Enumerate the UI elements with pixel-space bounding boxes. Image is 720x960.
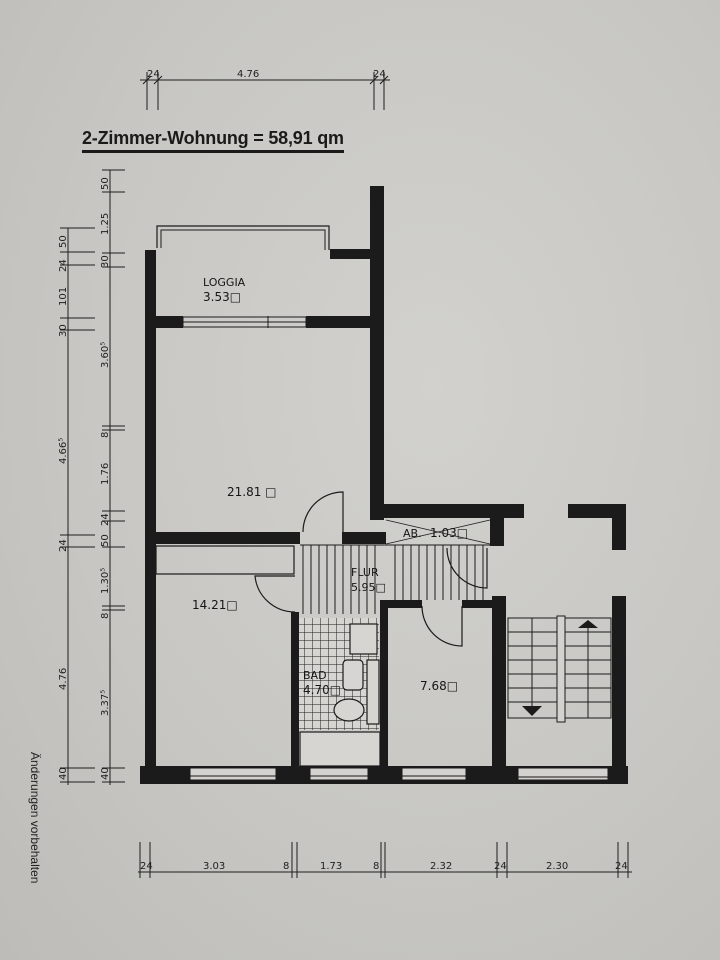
room-bath-name: BAD <box>303 669 327 682</box>
hall-hatching <box>300 544 492 614</box>
dim-bottom-2: 8 <box>283 861 289 872</box>
stair-arrows <box>522 620 598 716</box>
dim-bottom-0: 24 <box>140 861 153 872</box>
doors <box>254 491 488 647</box>
svg-text:50: 50 <box>100 177 111 190</box>
svg-text:1.30⁵: 1.30⁵ <box>100 568 111 594</box>
bottom-dimension <box>138 842 632 878</box>
svg-text:30: 30 <box>100 255 111 268</box>
left-inner-dimension-labels: 50 1.25 30 3.60⁵ 8 1.76 24 50 1.30⁵ 8 3.… <box>100 177 111 780</box>
dim-bottom-1: 3.03 <box>203 861 225 872</box>
svg-text:1.25: 1.25 <box>100 213 111 235</box>
room-hall-area: 5.95□ <box>351 581 386 594</box>
svg-text:24: 24 <box>58 259 69 272</box>
svg-text:1.76: 1.76 <box>100 463 111 485</box>
left-dimension-lines <box>60 169 125 785</box>
room-loggia-name: LOGGIA <box>203 276 246 289</box>
stair-down-arrow-icon <box>522 706 542 716</box>
disclaimer-note: Änderungen vorbehalten <box>28 752 42 884</box>
dim-top-span: 4.76 <box>237 69 259 80</box>
room-living-area: 21.81 □ <box>227 485 277 499</box>
wardrobe <box>155 545 295 575</box>
room-bath-area: 4.70□ <box>303 683 341 697</box>
svg-text:4.66⁵: 4.66⁵ <box>58 438 69 464</box>
plan-title: 2-Zimmer-Wohnung = 58,91 qm <box>82 128 344 153</box>
room-bedroom-area: 14.21□ <box>192 598 238 612</box>
stair-up-arrow-icon <box>578 620 598 628</box>
svg-text:40: 40 <box>58 767 69 780</box>
svg-text:24: 24 <box>58 539 69 552</box>
room-loggia-area: 3.53□ <box>203 290 241 304</box>
svg-text:24: 24 <box>100 513 111 526</box>
staircase <box>507 615 612 723</box>
room-hall-name: FLUR <box>351 566 379 579</box>
dim-bottom-3: 1.73 <box>320 861 342 872</box>
walls <box>140 186 628 784</box>
storage-marks <box>385 519 491 545</box>
loggia-door <box>182 316 307 328</box>
svg-text:3.60⁵: 3.60⁵ <box>100 342 111 368</box>
room-storage-area: 1.03□ <box>430 526 468 540</box>
dim-bottom-7: 2.30 <box>546 861 568 872</box>
svg-text:30: 30 <box>58 324 69 337</box>
dim-bottom-6: 24 <box>494 861 507 872</box>
svg-text:8: 8 <box>100 432 111 438</box>
svg-text:3.37⁵: 3.37⁵ <box>100 690 111 716</box>
svg-text:40: 40 <box>100 767 111 780</box>
svg-text:50: 50 <box>100 534 111 547</box>
top-dimension <box>140 72 390 110</box>
left-outer-dimension-labels: 50 24 101 30 4.66⁵ 24 4.76 40 <box>58 235 69 780</box>
dim-bottom-5: 2.32 <box>430 861 452 872</box>
dim-top-right-wall: 24 <box>373 69 386 80</box>
dim-bottom-8: 24 <box>615 861 628 872</box>
room-3-area: 7.68□ <box>420 679 458 693</box>
bottom-windows <box>189 767 609 781</box>
svg-text:4.76: 4.76 <box>58 668 69 690</box>
room-storage-name: AB. <box>403 527 422 540</box>
dim-top-left-wall: 24 <box>147 69 160 80</box>
svg-text:8: 8 <box>100 613 111 619</box>
bath-fixtures <box>299 623 381 767</box>
svg-text:101: 101 <box>58 287 69 306</box>
dim-bottom-4: 8 <box>373 861 379 872</box>
svg-text:50: 50 <box>58 235 69 248</box>
